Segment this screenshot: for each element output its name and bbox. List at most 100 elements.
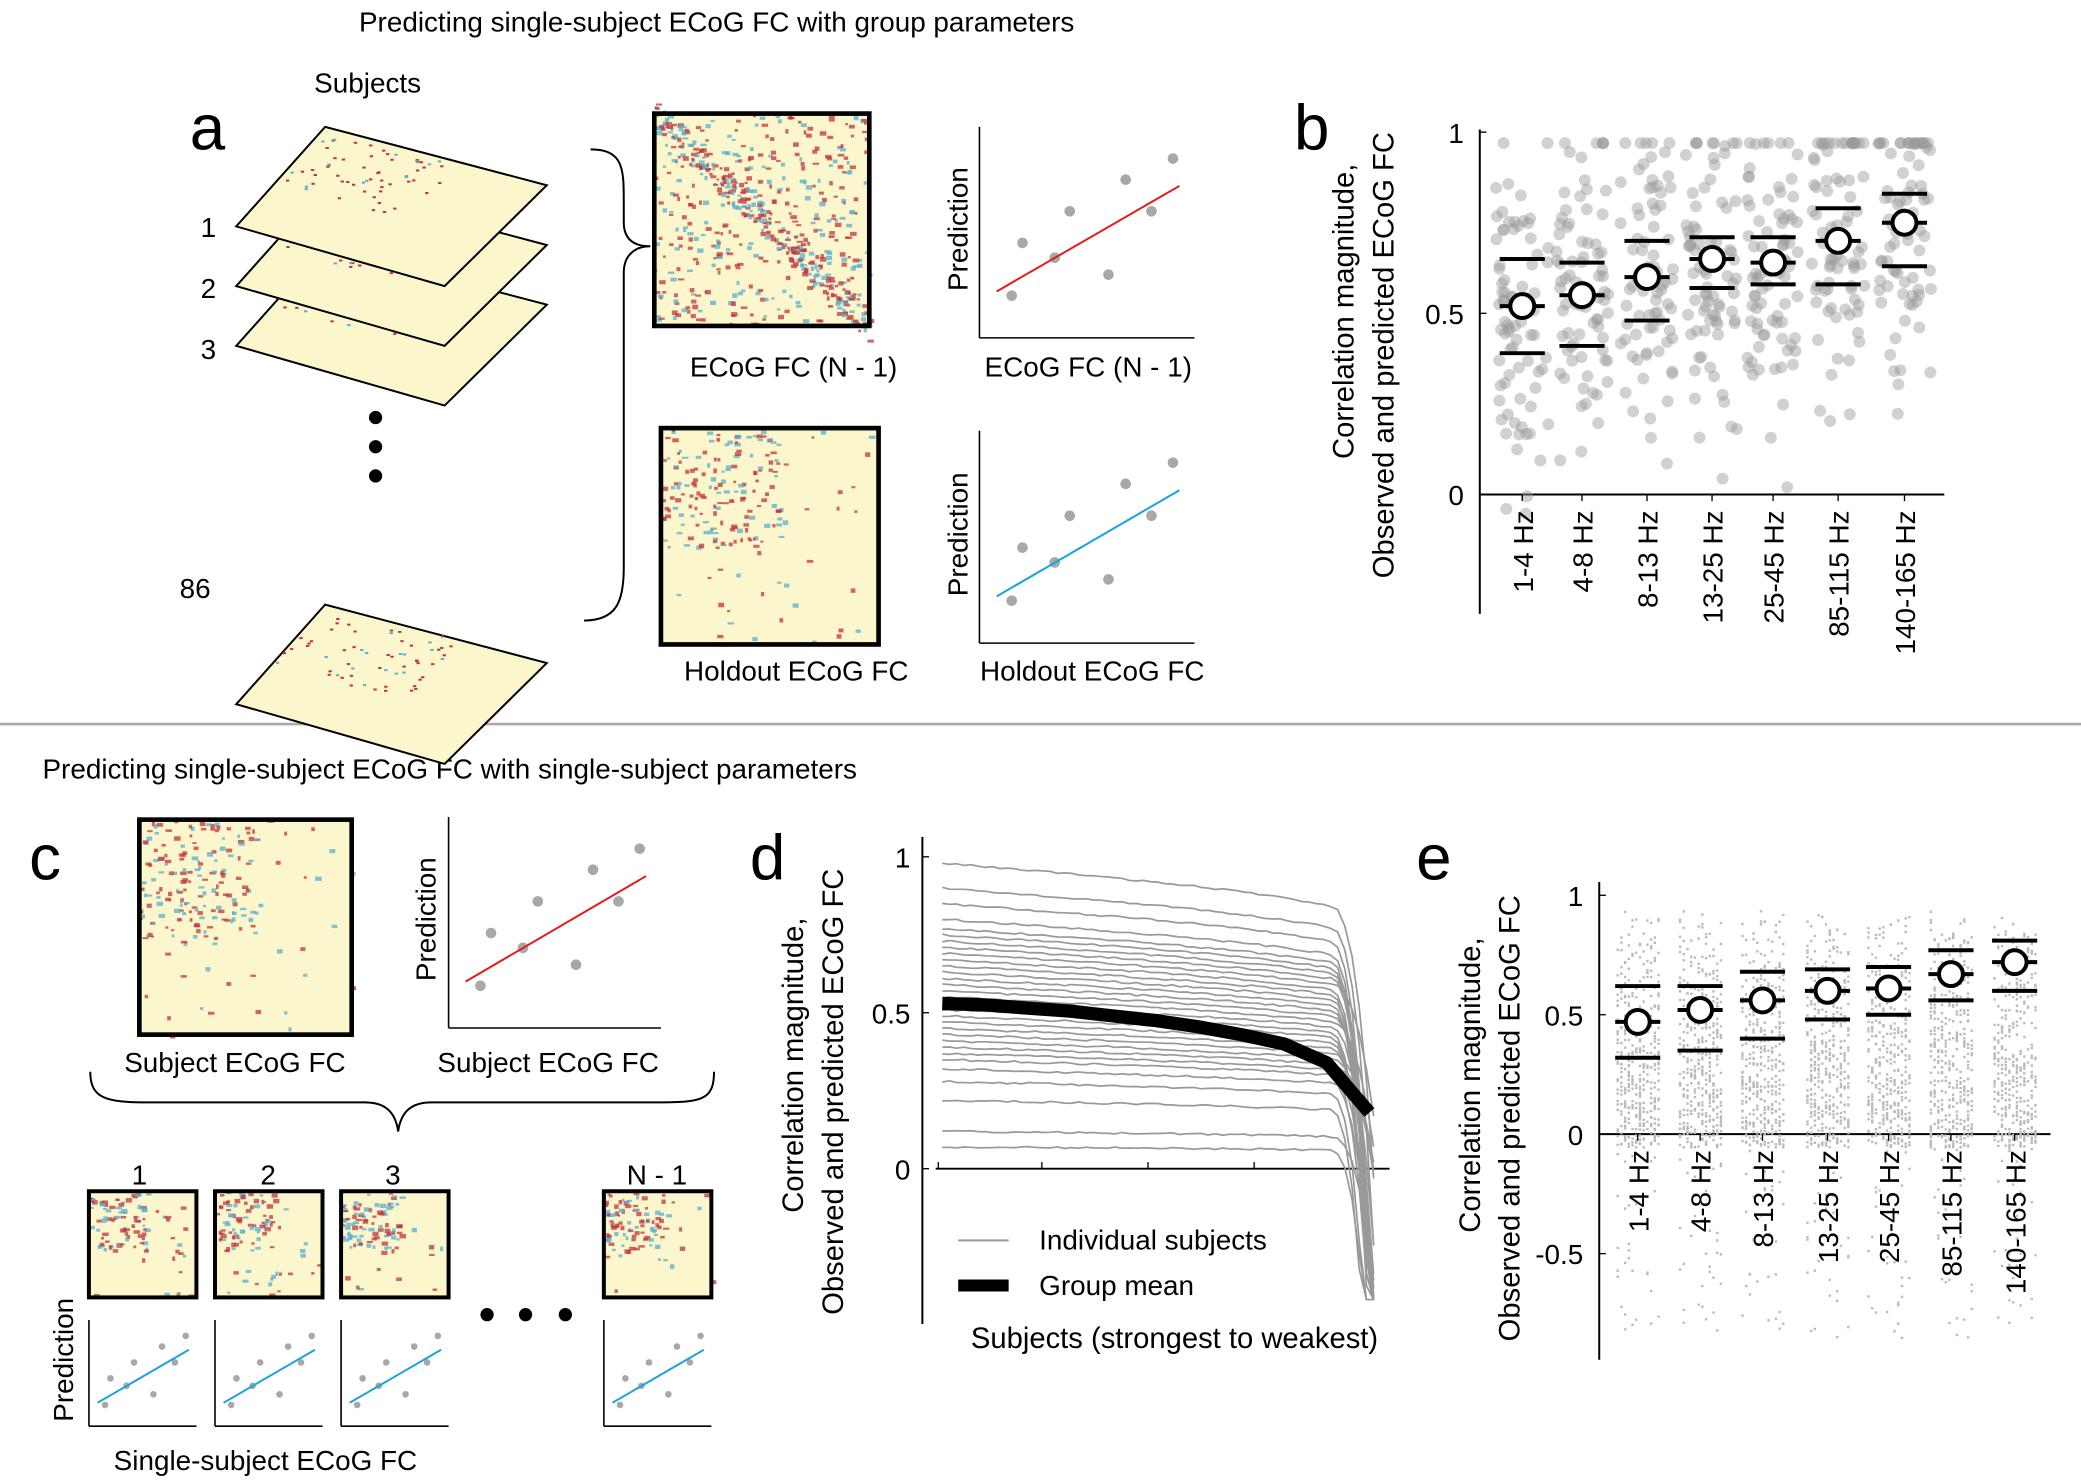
data-point (1719, 993, 1723, 996)
data-point (1948, 1145, 1951, 1149)
subject-line (942, 1079, 1374, 1301)
matrix-cell (777, 188, 783, 191)
data-point (1809, 1000, 1813, 1003)
data-point (1970, 1068, 1973, 1072)
matrix-cell (671, 1201, 675, 1204)
matrix-cell (233, 1271, 239, 1275)
data-point (1908, 1125, 1911, 1128)
data-point (1704, 993, 1708, 997)
data-point (1836, 1006, 1839, 1009)
data-point (1963, 1099, 1966, 1103)
matrix-cell (857, 263, 863, 268)
data-point (1806, 1078, 1809, 1081)
matrix-cell (861, 312, 866, 317)
data-point (1970, 1087, 1973, 1090)
data-point (1867, 1020, 1870, 1024)
scatter-point (182, 1332, 189, 1340)
single-subject-models (86, 1189, 717, 1427)
data-point (1497, 294, 1510, 307)
data-point (1774, 1109, 1778, 1113)
data-point (1620, 1089, 1623, 1092)
data-point (1525, 329, 1538, 341)
data-point (1900, 1095, 1904, 1099)
data-point (1627, 1063, 1631, 1067)
data-point (1959, 1082, 1962, 1085)
data-point (1712, 1024, 1715, 1028)
data-point (1843, 979, 1846, 982)
matrix-cell (284, 1011, 288, 1015)
data-point (1874, 1086, 1878, 1089)
data-point (1821, 1109, 1824, 1113)
data-point (1759, 1144, 1763, 1147)
data-point (1653, 1004, 1657, 1007)
data-point (1778, 1327, 1781, 1330)
data-point (1871, 1067, 1874, 1071)
data-point (1704, 1120, 1708, 1123)
data-point (1908, 1039, 1911, 1042)
data-point (1893, 1055, 1896, 1059)
data-point (1658, 146, 1671, 159)
data-point (1623, 1101, 1627, 1104)
matrix-cell (183, 941, 188, 947)
data-point (1644, 412, 1657, 425)
data-point (1940, 961, 1944, 964)
data-point (1821, 1122, 1824, 1126)
data-point (1836, 1087, 1839, 1090)
data-point (1763, 1099, 1766, 1103)
data-point (1813, 1067, 1817, 1070)
data-point (1631, 1050, 1634, 1054)
matrix-cell (817, 264, 823, 267)
data-point (1839, 1022, 1843, 1025)
data-point (1640, 347, 1653, 360)
data-point (1885, 1059, 1889, 1062)
data-point (1904, 969, 1907, 972)
data-point (1704, 1189, 1708, 1193)
data-point (1893, 1137, 1896, 1140)
data-point (1682, 1030, 1685, 1034)
regression-line (996, 489, 1180, 598)
matrix-cell (748, 515, 756, 520)
matrix-cell (757, 551, 762, 556)
matrix-cell (804, 195, 811, 201)
matrix-cell (769, 485, 775, 490)
matrix-cell (147, 830, 153, 833)
data-point (1686, 1023, 1689, 1027)
matrix-cell (681, 142, 685, 145)
matrix-cell (674, 293, 678, 298)
matrix-cell (214, 829, 219, 833)
scatter-point (1167, 153, 1179, 164)
data-point (1693, 238, 1706, 251)
data-point (1836, 1068, 1839, 1071)
data-point (1631, 1141, 1634, 1144)
data-point (1806, 1238, 1809, 1241)
matrix-cell (768, 217, 772, 220)
data-point (1893, 1060, 1896, 1064)
data-point (1852, 246, 1865, 259)
data-point (1959, 1141, 1962, 1144)
data-point (1839, 1064, 1843, 1067)
data-point (1748, 1122, 1752, 1126)
data-point (1574, 190, 1587, 203)
data-point (1638, 1134, 1642, 1137)
x-tick-label: 8-13 Hz (1748, 1150, 1779, 1248)
matrix-cell (226, 1220, 230, 1225)
matrix-cell (97, 1245, 103, 1249)
data-point (1620, 1066, 1623, 1070)
matrix-cell (665, 436, 671, 440)
scatter-point (645, 1359, 653, 1366)
scatter-point (673, 1343, 681, 1350)
data-point (1897, 1102, 1900, 1105)
matrix-cell (839, 216, 846, 220)
matrix-cell (852, 265, 860, 268)
matrix-cell (762, 221, 768, 225)
data-point (1821, 1008, 1824, 1011)
data-point (1839, 1244, 1843, 1248)
data-point (1716, 1095, 1719, 1099)
matrix-cell (154, 831, 159, 835)
matrix-cell (755, 479, 759, 483)
data-point (1587, 386, 1599, 399)
data-point (1719, 1119, 1723, 1122)
data-point (1929, 994, 1933, 998)
data-point (1839, 1067, 1843, 1070)
data-point (1493, 262, 1506, 275)
